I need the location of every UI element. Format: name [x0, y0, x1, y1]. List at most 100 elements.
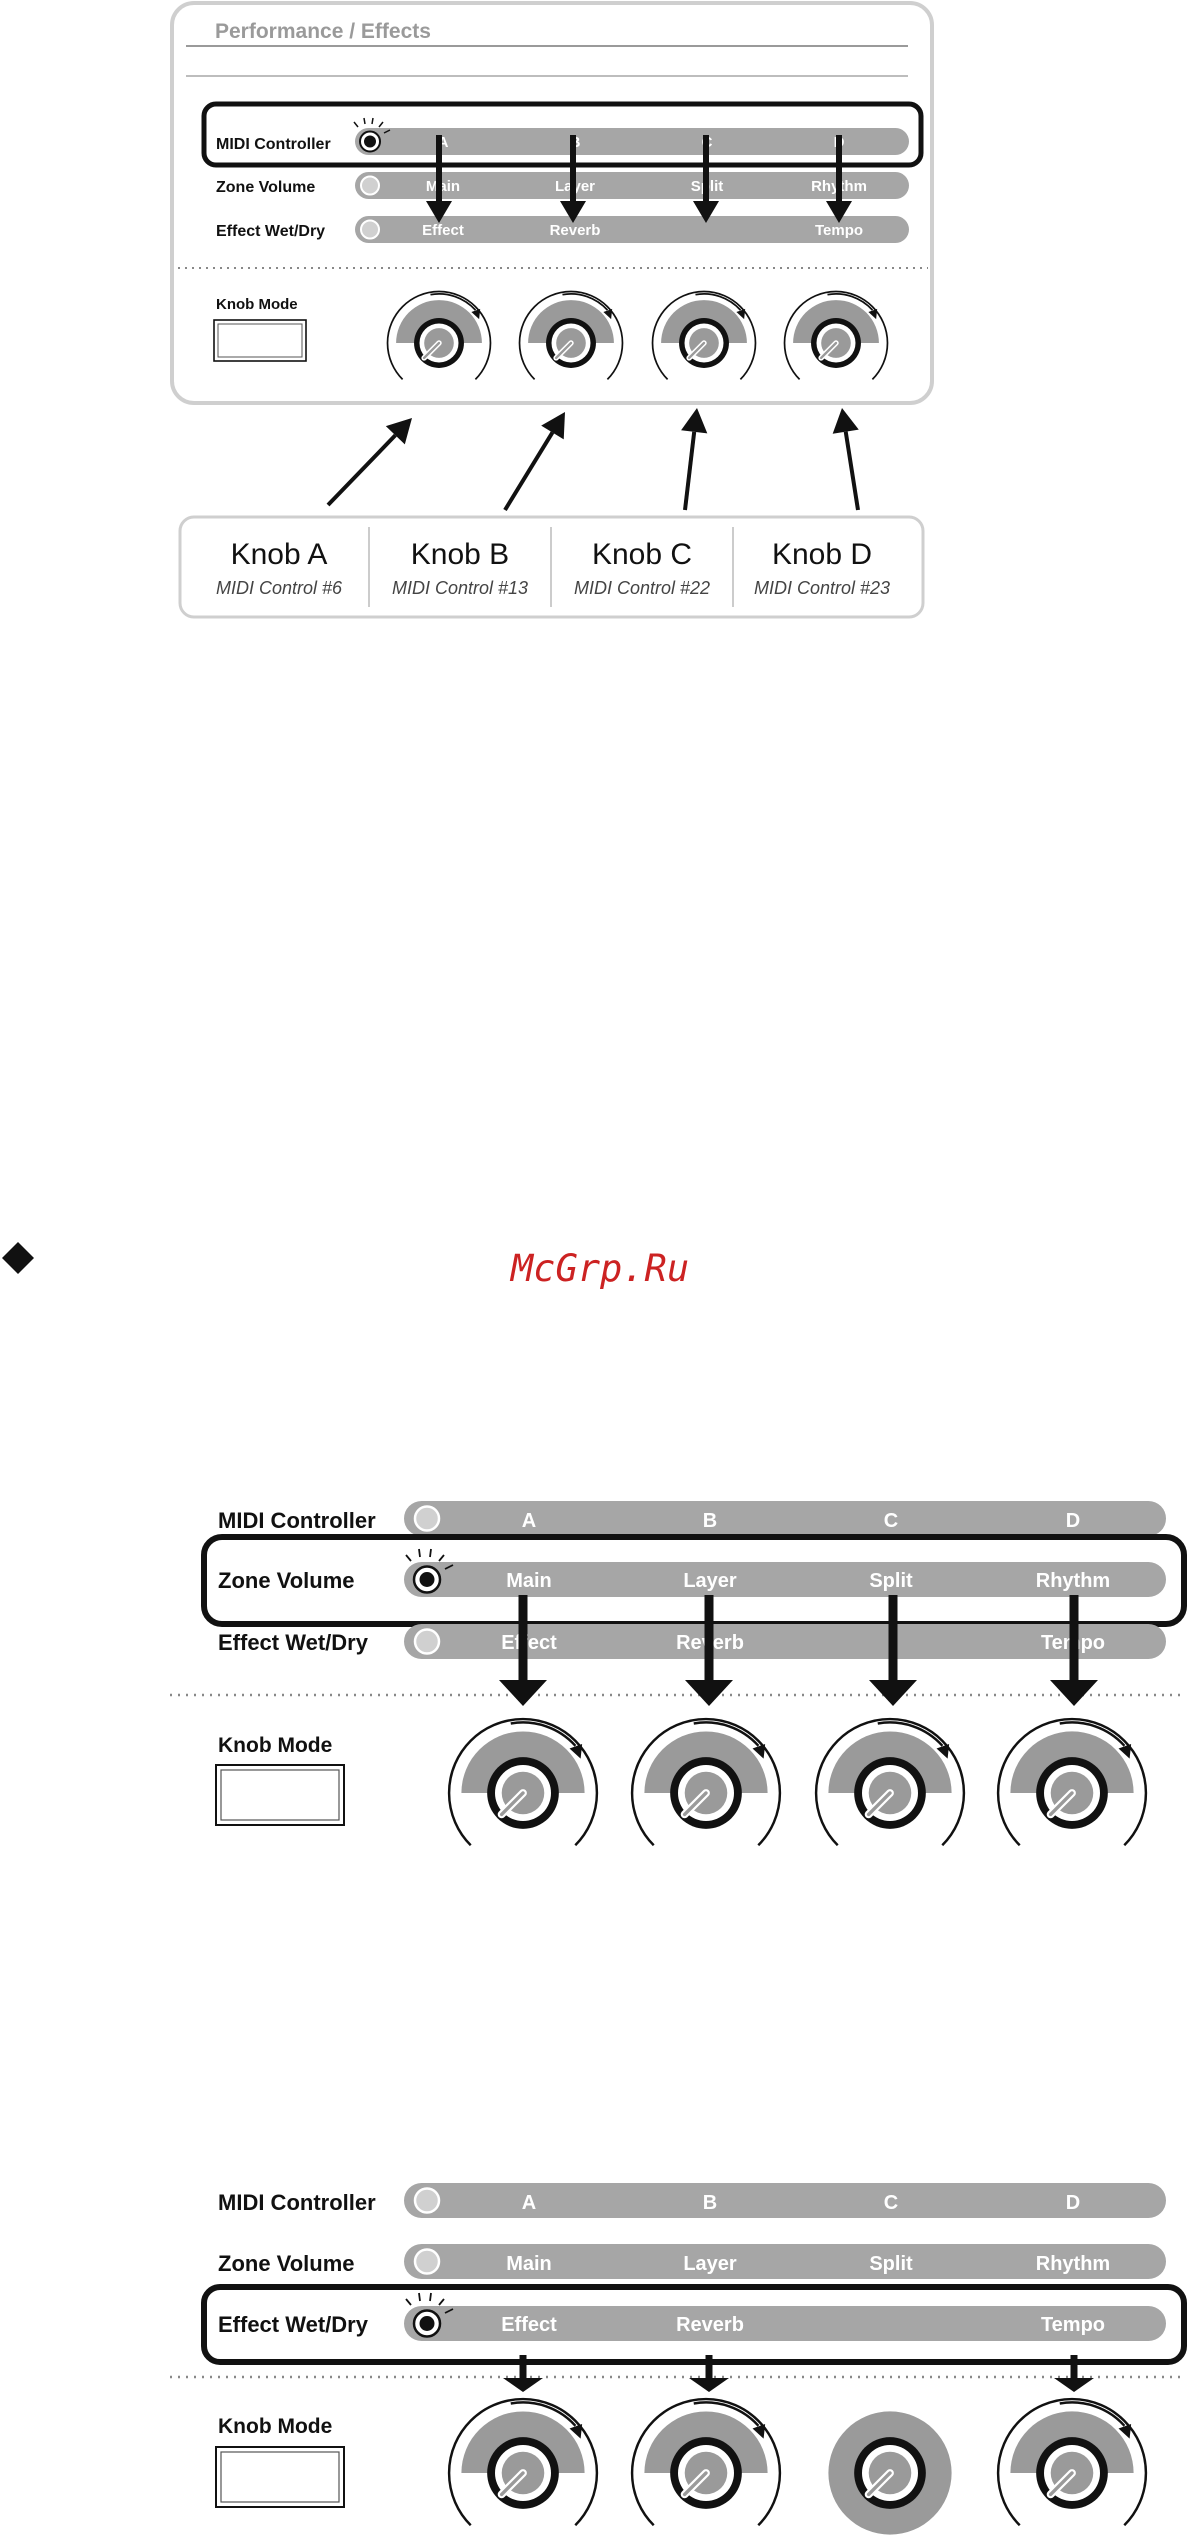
watermark: McGrp.Ru: [509, 1247, 689, 1290]
rotate-arrow-icon: [827, 293, 874, 311]
knob-range-arc: [630, 1717, 782, 1847]
arrow-icon: [832, 408, 860, 511]
arrow-icon: [1050, 1595, 1098, 1706]
selector-bar-zone-volume[interactable]: [404, 2244, 1166, 2279]
knob-control[interactable]: [386, 290, 492, 381]
selector-bar-effect-wet-dry[interactable]: [404, 2306, 1166, 2341]
rotate-arrow-icon: [877, 1721, 944, 1747]
led-indicator-icon: [405, 1548, 454, 1594]
figure-1: Performance / Effects MIDI Controller A …: [170, 1, 934, 619]
bar-item-a: A: [522, 1510, 536, 1532]
selector-bar-midi-controller[interactable]: [404, 2183, 1166, 2218]
row-label-zone-volume: Zone Volume: [218, 1568, 355, 1593]
knob-control[interactable]: [828, 2411, 952, 2535]
figure-2: MIDI Controller A B C D Zone Volume Main…: [170, 1501, 1187, 1847]
callout-knob-b: Knob B MIDI Control #13: [392, 538, 528, 598]
bar-item-layer: Layer: [683, 1570, 737, 1592]
callout-title-knob-d: Knob D: [772, 538, 872, 571]
row-label-effect-wet-dry: Effect Wet/Dry: [218, 2312, 369, 2337]
selector-bar-zone-volume[interactable]: [355, 172, 909, 199]
bar-item-reverb: Reverb: [550, 222, 601, 239]
arrow-icon: [326, 418, 412, 507]
bar-item-c: C: [884, 2192, 898, 2214]
knob-control[interactable]: [630, 2397, 782, 2527]
row-label-effect-wet-dry: Effect Wet/Dry: [216, 223, 325, 240]
fig2-knobs: [447, 1717, 1148, 1847]
bar-item-effect: Effect: [501, 1632, 557, 1654]
rotate-arrow-icon: [510, 1721, 577, 1747]
knob-mode-button[interactable]: [215, 1764, 345, 1826]
knob-control[interactable]: [996, 2397, 1148, 2527]
selector-bar-effect-wet-dry[interactable]: [355, 216, 909, 243]
panel-frame: [170, 1, 934, 405]
highlight-box: [201, 101, 924, 168]
panel-title: Performance / Effects: [215, 20, 431, 43]
bar-item-rhythm: Rhythm: [1036, 1570, 1110, 1592]
bar-item-split: Split: [869, 1570, 913, 1592]
callout-sub-knob-c: MIDI Control #22: [574, 578, 710, 598]
knob-control[interactable]: [814, 1717, 966, 1847]
row-label-zone-volume: Zone Volume: [218, 2251, 355, 2276]
knob-range-arc: [996, 2397, 1148, 2527]
row-label-midi-controller: MIDI Controller: [216, 136, 331, 153]
fig1-down-arrows: [426, 135, 852, 223]
knob-control[interactable]: [651, 290, 757, 381]
knob-range-arc: [386, 290, 492, 381]
selector-bar-midi-controller[interactable]: [355, 128, 909, 155]
callout-title-knob-a: Knob A: [231, 538, 328, 571]
bar-item-split: Split: [869, 2253, 913, 2275]
bar-item-d: D: [1066, 2192, 1080, 2214]
callout-sub-knob-b: MIDI Control #13: [392, 578, 528, 598]
fig2-arrows: [499, 1595, 1098, 1706]
callout-arrows: [326, 408, 860, 512]
knob-range-arc: [814, 1717, 966, 1847]
knob-mode-button[interactable]: [213, 319, 307, 362]
rotate-arrow-icon: [1059, 2401, 1126, 2427]
arrow-icon: [426, 135, 452, 223]
knob-control[interactable]: [447, 2397, 599, 2527]
led-indicator-icon: [360, 219, 380, 240]
knob-range-arc: [447, 2397, 599, 2527]
row-label-effect-wet-dry: Effect Wet/Dry: [218, 1630, 369, 1655]
arrow-icon: [826, 135, 852, 223]
knob-range-arc: [783, 290, 889, 381]
led-indicator-icon: [360, 175, 380, 196]
callout-knob-c: Knob C MIDI Control #22: [574, 538, 710, 598]
row-label-zone-volume: Zone Volume: [216, 179, 315, 196]
rotate-arrow-icon: [1059, 1721, 1126, 1747]
selector-bar-midi-controller[interactable]: [404, 1501, 1166, 1536]
knob-control[interactable]: [630, 1717, 782, 1847]
knob-control[interactable]: [447, 1717, 599, 1847]
selector-bar-zone-volume[interactable]: [404, 1562, 1166, 1597]
bar-item-b: B: [703, 2192, 717, 2214]
bar-item-tempo: Tempo: [815, 222, 863, 239]
knob-mode-label: Knob Mode: [218, 1734, 332, 1757]
callout-title-knob-c: Knob C: [592, 538, 692, 571]
rotate-arrow-icon: [430, 293, 477, 311]
bar-item-main: Main: [426, 178, 460, 195]
knob-mode-button[interactable]: [215, 2446, 345, 2508]
row-label-midi-controller: MIDI Controller: [218, 1508, 376, 1533]
bar-item-main: Main: [506, 2253, 552, 2275]
bar-item-main: Main: [506, 1570, 552, 1592]
led-indicator-icon: [405, 2292, 454, 2338]
arrow-icon: [869, 1595, 917, 1706]
bar-item-a: A: [438, 134, 449, 151]
selector-bar-effect-wet-dry[interactable]: [404, 1624, 1166, 1659]
knob-control[interactable]: [518, 290, 624, 381]
arrow-icon: [681, 408, 708, 511]
knob-range-arc: [651, 290, 757, 381]
knob-range-arc: [630, 2397, 782, 2527]
arrow-icon: [689, 2355, 729, 2392]
rotate-arrow-icon: [562, 293, 609, 311]
led-indicator-icon: [413, 1505, 441, 1532]
callout-knob-a: Knob A MIDI Control #6: [216, 538, 343, 598]
knob-control[interactable]: [996, 1717, 1148, 1847]
row-label-midi-controller: MIDI Controller: [218, 2190, 376, 2215]
bar-item-d: D: [1066, 1510, 1080, 1532]
bar-item-effect: Effect: [501, 2314, 557, 2336]
knob-control[interactable]: [783, 290, 889, 381]
bar-item-b: B: [703, 1510, 717, 1532]
